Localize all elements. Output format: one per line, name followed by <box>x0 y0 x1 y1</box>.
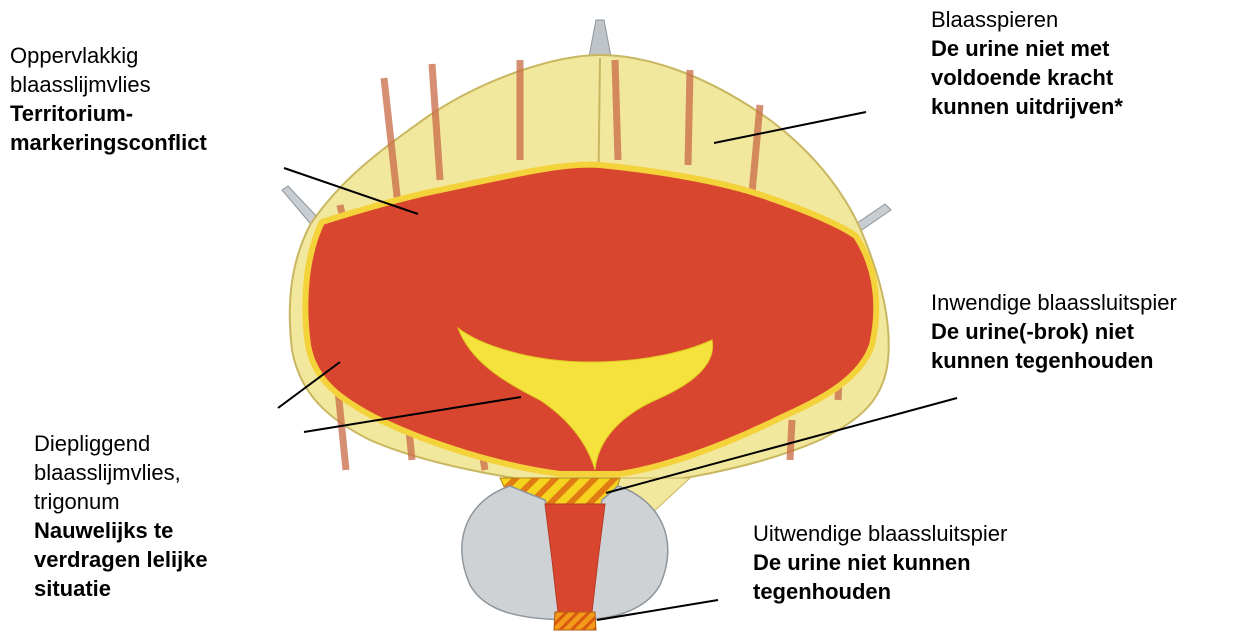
label-meaning: Territorium- <box>10 99 207 128</box>
label-name: trigonum <box>34 487 208 516</box>
label-meaning: tegenhouden <box>753 577 1007 606</box>
label-meaning: kunnen tegenhouden <box>931 346 1177 375</box>
label-name: Inwendige blaassluitspier <box>931 288 1177 317</box>
label-meaning: De urine niet met <box>931 34 1123 63</box>
label-meaning: voldoende kracht <box>931 63 1123 92</box>
label-blaasspieren: Blaasspieren De urine niet met voldoende… <box>931 5 1123 121</box>
label-name: Uitwendige blaassluitspier <box>753 519 1007 548</box>
label-meaning: De urine niet kunnen <box>753 548 1007 577</box>
label-meaning: markeringsconflict <box>10 128 207 157</box>
label-name: Diepliggend <box>34 429 208 458</box>
label-inwendige-blaassluitspier: Inwendige blaassluitspier De urine(-brok… <box>931 288 1177 375</box>
label-uitwendige-blaassluitspier: Uitwendige blaassluitspier De urine niet… <box>753 519 1007 606</box>
label-name: blaasslijmvlies <box>10 70 207 99</box>
label-name: blaasslijmvlies, <box>34 458 208 487</box>
label-meaning: verdragen lelijke <box>34 545 208 574</box>
label-meaning: situatie <box>34 574 208 603</box>
label-diepliggend-blaasslijmvlies: Diepliggend blaasslijmvlies, trigonum Na… <box>34 429 208 603</box>
label-name: Oppervlakkig <box>10 41 207 70</box>
label-meaning: Nauwelijks te <box>34 516 208 545</box>
label-meaning: kunnen uitdrijven* <box>931 92 1123 121</box>
label-oppervlakkig-blaasslijmvlies: Oppervlakkig blaasslijmvlies Territorium… <box>10 41 207 157</box>
label-name: Blaasspieren <box>931 5 1123 34</box>
label-meaning: De urine(-brok) niet <box>931 317 1177 346</box>
external-sphincter <box>554 612 596 630</box>
